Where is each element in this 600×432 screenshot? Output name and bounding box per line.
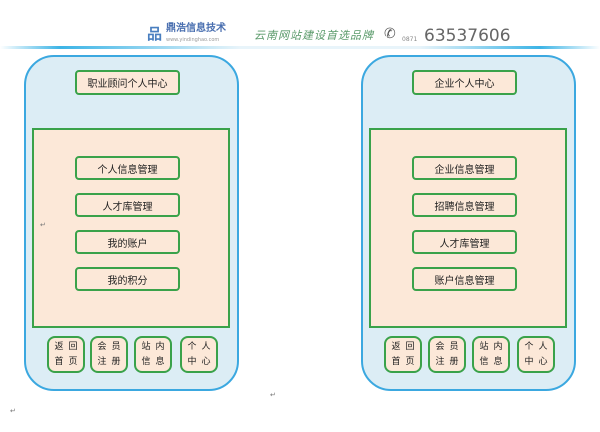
- label: 中心: [187, 356, 216, 367]
- personal-center-button[interactable]: 个人中心: [517, 336, 555, 373]
- messages-button[interactable]: 站内信息: [134, 336, 172, 373]
- logo-url: www.yindinghao.com: [166, 37, 220, 43]
- header-divider: [0, 46, 600, 49]
- phone-icon: ✆: [384, 26, 396, 42]
- register-button[interactable]: 会员注册: [90, 336, 128, 373]
- label: 个人: [524, 341, 553, 352]
- personal-center-button[interactable]: 个人中心: [180, 336, 218, 373]
- label: 注册: [97, 356, 126, 367]
- back-home-button[interactable]: 返回首页: [47, 336, 85, 373]
- back-home-button[interactable]: 返回首页: [384, 336, 422, 373]
- area-code: 0871: [402, 36, 418, 43]
- label: 会员: [97, 341, 126, 352]
- phone-number: 63537606: [424, 26, 511, 46]
- menu-job-postings[interactable]: 招聘信息管理: [412, 193, 517, 217]
- label: 首页: [391, 356, 420, 367]
- label: 站内: [141, 341, 170, 352]
- label: 返回: [54, 341, 83, 352]
- label: 返回: [391, 341, 420, 352]
- menu-company-info[interactable]: 企业信息管理: [412, 156, 517, 180]
- menu-talent-pool[interactable]: 人才库管理: [75, 193, 180, 217]
- label: 信息: [141, 356, 170, 367]
- label: 注册: [435, 356, 464, 367]
- label: 会员: [435, 341, 464, 352]
- logo-icon: 品: [147, 25, 163, 43]
- menu-talent-pool[interactable]: 人才库管理: [412, 230, 517, 254]
- register-button[interactable]: 会员注册: [428, 336, 466, 373]
- menu-personal-info[interactable]: 个人信息管理: [75, 156, 180, 180]
- paragraph-mark-icon: ↵: [40, 221, 46, 229]
- menu-account-info[interactable]: 账户信息管理: [412, 267, 517, 291]
- slogan: 云南网站建设首选品牌: [254, 29, 374, 42]
- menu-my-account[interactable]: 我的账户: [75, 230, 180, 254]
- consultant-title[interactable]: 职业顾问个人中心: [75, 70, 180, 95]
- paragraph-mark-icon: ↵: [10, 407, 16, 415]
- label: 中心: [524, 356, 553, 367]
- label: 站内: [479, 341, 508, 352]
- enterprise-title[interactable]: 企业个人中心: [412, 70, 517, 95]
- menu-my-points[interactable]: 我的积分: [75, 267, 180, 291]
- enterprise-menu-box: [369, 128, 567, 328]
- paragraph-mark-icon: ↵: [270, 391, 276, 399]
- logo-name: 鼎浩信息技术: [166, 23, 226, 34]
- messages-button[interactable]: 站内信息: [472, 336, 510, 373]
- label: 首页: [54, 356, 83, 367]
- label: 个人: [187, 341, 216, 352]
- label: 信息: [479, 356, 508, 367]
